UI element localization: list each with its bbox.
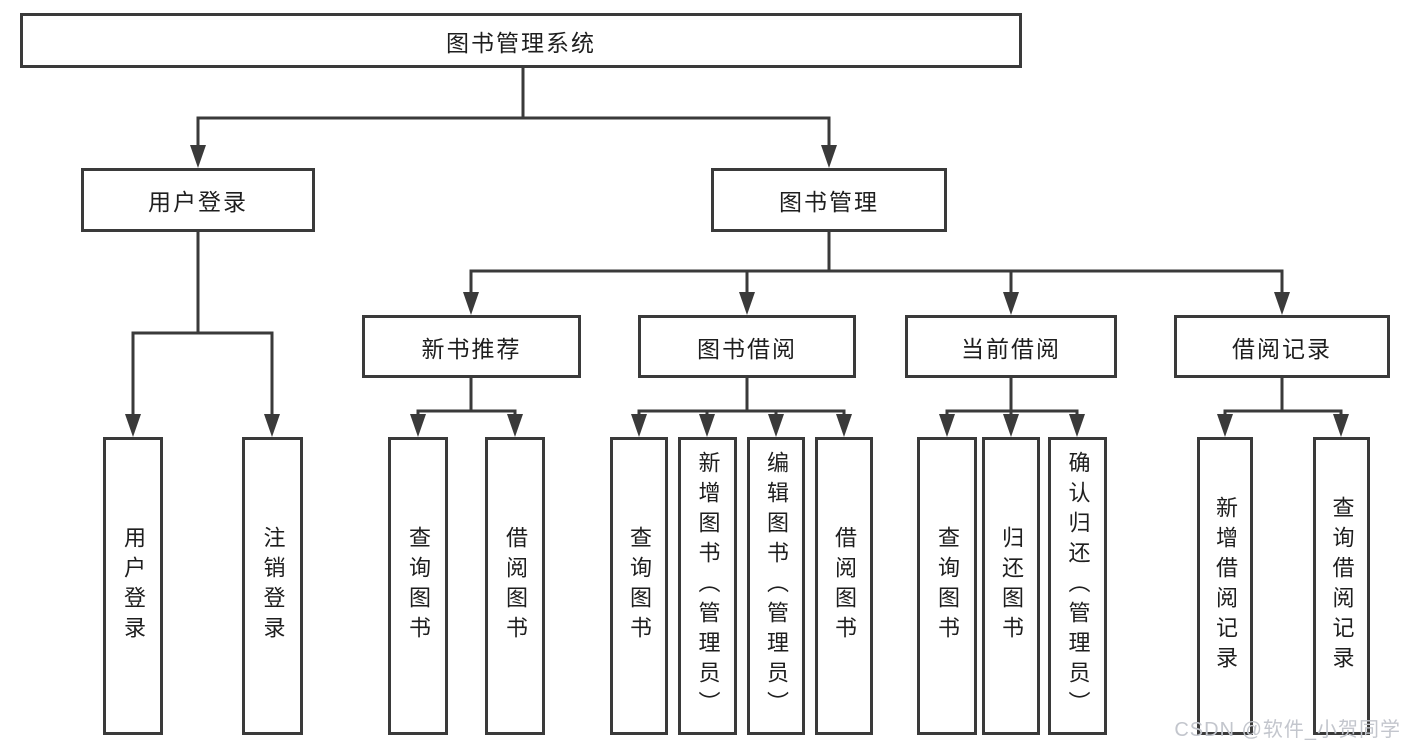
leaf-borrow-books-borrow: 借阅图书 [815, 437, 873, 735]
node-borrow-records: 借阅记录 [1174, 315, 1390, 378]
leaf-label: 借阅图书 [503, 526, 528, 646]
leaf-label: 查询借阅记录 [1329, 496, 1355, 676]
node-user-login: 用户登录 [81, 168, 315, 232]
leaf-label: 新增借阅记录 [1213, 496, 1238, 676]
leaf-add-borrow-record: 新增借阅记录 [1197, 437, 1253, 735]
leaf-query-books-current: 查询图书 [917, 437, 977, 735]
node-system-root: 图书管理系统 [20, 13, 1022, 68]
leaf-query-books-recommend: 查询图书 [388, 437, 448, 735]
leaf-add-book-admin: 新增图书（管理员） [678, 437, 737, 735]
leaf-label: 查询图书 [935, 526, 960, 646]
leaf-label: 确认归还（管理员） [1065, 451, 1091, 721]
leaf-query-borrow-record: 查询借阅记录 [1313, 437, 1370, 735]
leaf-label: 用户登录 [121, 526, 146, 646]
leaf-borrow-books-recommend: 借阅图书 [485, 437, 545, 735]
leaf-query-books-borrow: 查询图书 [610, 437, 668, 735]
leaf-label: 借阅图书 [832, 526, 857, 646]
leaf-label: 查询图书 [406, 526, 431, 646]
leaf-user-login: 用户登录 [103, 437, 163, 735]
csdn-watermark: CSDN @软件_小贺同学 [1174, 719, 1401, 741]
leaf-label: 编辑图书（管理员） [764, 451, 789, 721]
node-book-borrow: 图书借阅 [638, 315, 856, 378]
node-current-borrow: 当前借阅 [905, 315, 1117, 378]
leaf-label: 归还图书 [999, 526, 1024, 646]
leaf-label: 新增图书（管理员） [695, 451, 721, 721]
leaf-label: 注销登录 [260, 526, 286, 646]
leaf-confirm-return-admin: 确认归还（管理员） [1048, 437, 1107, 735]
node-new-book-recommend: 新书推荐 [362, 315, 581, 378]
leaf-logout: 注销登录 [242, 437, 303, 735]
node-book-management: 图书管理 [711, 168, 947, 232]
leaf-label: 查询图书 [627, 526, 652, 646]
leaf-return-book: 归还图书 [982, 437, 1040, 735]
leaf-edit-book-admin: 编辑图书（管理员） [747, 437, 805, 735]
